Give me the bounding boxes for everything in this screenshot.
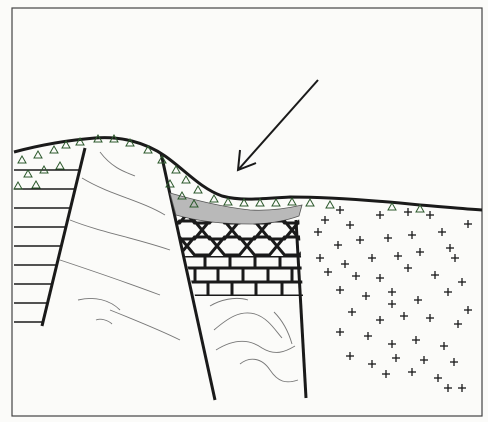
plus-mark — [368, 360, 376, 368]
plus-mark — [440, 342, 448, 350]
plus-mark — [314, 228, 322, 236]
plus-mark — [382, 370, 390, 378]
plus-mark — [400, 312, 408, 320]
plus-mark — [414, 296, 422, 304]
wavy-unit — [210, 298, 298, 381]
plus-mark — [444, 384, 452, 392]
plus-mark — [451, 254, 459, 262]
plus-mark — [352, 272, 360, 280]
triangle-mark — [326, 201, 334, 208]
plus-mark — [376, 274, 384, 282]
plus-granite — [314, 206, 472, 392]
plus-mark — [446, 244, 454, 252]
plus-mark — [384, 234, 392, 242]
plus-mark — [346, 352, 354, 360]
plus-mark — [388, 340, 396, 348]
triangle-mark — [194, 186, 202, 193]
arrow — [238, 80, 318, 170]
plus-mark — [341, 260, 349, 268]
plus-mark — [416, 248, 424, 256]
triangle-mark — [34, 151, 42, 158]
plus-mark — [336, 206, 344, 214]
plus-mark — [334, 241, 342, 249]
plus-mark — [412, 336, 420, 344]
plus-mark — [408, 231, 416, 239]
plus-mark — [362, 292, 370, 300]
plus-mark — [426, 314, 434, 322]
triangle-mark — [306, 199, 314, 206]
plus-mark — [458, 384, 466, 392]
plus-mark — [464, 220, 472, 228]
plus-mark — [388, 288, 396, 296]
plus-mark — [336, 286, 344, 294]
plus-mark — [346, 221, 354, 229]
hex-cell — [277, 237, 307, 255]
plus-mark — [316, 254, 324, 262]
plus-mark — [356, 236, 364, 244]
plus-mark — [394, 252, 402, 260]
triangle-mark — [210, 195, 218, 202]
plus-mark — [464, 306, 472, 314]
triangle-mark — [272, 199, 280, 206]
central-right-fault-line — [296, 220, 306, 398]
plus-mark — [364, 332, 372, 340]
plus-mark — [426, 211, 434, 219]
plus-mark — [454, 320, 462, 328]
plus-mark — [348, 308, 356, 316]
plus-mark — [392, 354, 400, 362]
plus-mark — [450, 358, 458, 366]
plus-mark — [388, 300, 396, 308]
triangle-mark — [288, 198, 296, 205]
plus-mark — [404, 208, 412, 216]
plus-mark — [324, 268, 332, 276]
plus-mark — [404, 264, 412, 272]
triangle-mark — [182, 176, 190, 183]
plus-mark — [444, 288, 452, 296]
hex-cell — [217, 237, 247, 255]
plus-mark — [376, 316, 384, 324]
hex-cell — [247, 237, 277, 255]
triangle-mark — [18, 156, 26, 163]
plus-mark — [434, 374, 442, 382]
plus-mark — [376, 211, 384, 219]
plus-mark — [368, 254, 376, 262]
triangle-mark — [50, 146, 58, 153]
plus-mark — [431, 271, 439, 279]
plus-mark — [336, 328, 344, 336]
brick-unit — [180, 256, 310, 296]
plus-mark — [458, 278, 466, 286]
hex-cell — [187, 237, 217, 255]
plus-mark — [408, 368, 416, 376]
plus-mark — [420, 356, 428, 364]
plus-mark — [321, 216, 329, 224]
plus-mark — [438, 228, 446, 236]
